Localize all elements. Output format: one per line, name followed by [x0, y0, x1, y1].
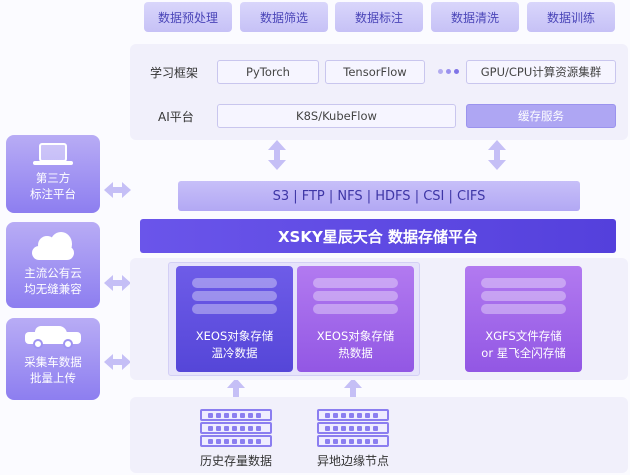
task-button-preprocess: 数据预处理 [144, 2, 232, 32]
storage-cold-line1: XEOS对象存储 [195, 329, 274, 343]
source-line2: 标注平台 [30, 187, 76, 201]
source-line2: 批量上传 [30, 371, 76, 385]
task-button-train: 数据训练 [527, 2, 615, 32]
tensorflow-pill: TensorFlow [325, 60, 425, 84]
cache-service-pill: 缓存服务 [466, 104, 616, 128]
source-line2: 均无缝兼容 [24, 282, 82, 296]
server-stack-icon [317, 409, 389, 447]
disk-icon [313, 304, 398, 314]
platform-title-bar: XSKY星辰天合 数据存储平台 [140, 219, 616, 253]
car-icon [25, 324, 81, 350]
storage-card-file: XGFS文件存储 or 星飞全闪存储 [465, 266, 582, 372]
gpu-cluster-pill: GPU/CPU计算资源集群 [466, 60, 616, 84]
source-line1: 第三方 [35, 171, 71, 185]
source-card-annotation: 第三方 标注平台 [6, 135, 100, 213]
storage-hot-line1: XEOS对象存储 [316, 329, 395, 343]
disk-icon [192, 291, 277, 301]
pytorch-pill: PyTorch [217, 60, 319, 84]
cloud-icon [30, 232, 76, 260]
disk-icon [192, 278, 277, 288]
storage-hot-line2: 热数据 [338, 346, 373, 360]
ellipsis-dots-icon [438, 69, 459, 74]
protocol-bar: S3 | FTP | NFS | HDFS | CSI | CIFS [178, 181, 580, 211]
source-card-cloud: 主流公有云 均无缝兼容 [6, 222, 100, 308]
disk-icon [481, 291, 566, 301]
storage-card-hot: XEOS对象存储 热数据 [297, 266, 414, 372]
framework-label: 学习框架 [150, 65, 199, 80]
laptop-icon [33, 143, 73, 165]
task-button-filter: 数据筛选 [240, 2, 328, 32]
storage-file-line1: XGFS文件存储 [485, 329, 562, 343]
disk-icon [481, 278, 566, 288]
task-button-clean: 数据清洗 [431, 2, 519, 32]
disk-icon [313, 291, 398, 301]
source-line1: 主流公有云 [24, 266, 82, 280]
bottom-node-label-edge: 异地边缘节点 [316, 454, 389, 468]
storage-file-line2: or 星飞全闪存储 [481, 346, 566, 360]
disk-icon [481, 304, 566, 314]
source-line1: 采集车数据 [24, 355, 82, 369]
disk-icon [192, 304, 277, 314]
server-stack-icon [200, 409, 272, 447]
storage-card-cold: XEOS对象存储 温冷数据 [176, 266, 293, 372]
storage-cold-line2: 温冷数据 [211, 346, 258, 360]
task-button-label: 数据标注 [335, 2, 423, 32]
source-card-vehicle: 采集车数据 批量上传 [6, 318, 100, 400]
k8s-kubeflow-pill: K8S/KubeFlow [217, 104, 456, 128]
disk-icon [313, 278, 398, 288]
ai-platform-label: AI平台 [158, 109, 194, 124]
bottom-node-label-history: 历史存量数据 [199, 454, 272, 468]
